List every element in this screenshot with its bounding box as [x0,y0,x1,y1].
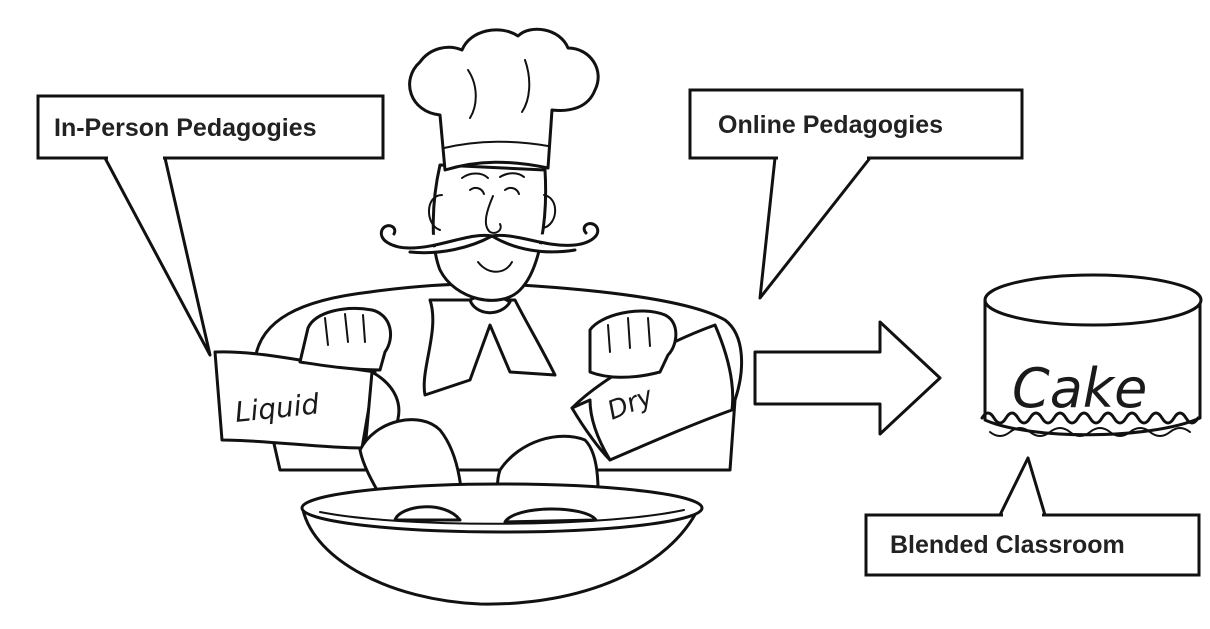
bowl-rim [300,482,704,534]
online-callout: Online Pedagogies [688,88,1024,300]
in-person-callout: In-Person Pedagogies [36,94,385,357]
chef-eye-left [469,186,485,195]
process-arrow [753,320,942,436]
blended-callout: Blended Classroom [864,456,1201,577]
chef-ear-left [428,194,443,231]
in-person-callout-tail [103,156,212,357]
right-hand-shape [588,309,678,379]
chef-ear-right [542,194,557,229]
mixing-bowl [300,418,704,606]
cake-top [983,273,1203,327]
dry-bag-flap [570,398,612,462]
bowl-inner-rim [319,509,685,525]
chef-hat [408,27,600,172]
left-hand-shape [298,306,393,372]
cake-label: Cake [1012,357,1147,420]
chef-hat-band-line [443,140,549,149]
in-person-callout-box [36,94,385,160]
blended-callout-tail [998,456,1047,517]
in-person-label: In-Person Pedagogies [54,114,317,142]
blended-label: Blended Classroom [890,531,1125,559]
cake-frosting-trim [980,411,1200,425]
left-hand [298,306,393,372]
dry-pour-front [503,507,598,524]
cake-frosting-squiggle [989,427,1191,437]
chef-hat-fold [467,59,531,119]
cake-illustration: Cake [980,273,1203,437]
right-hand [588,309,678,379]
online-callout-tail [758,156,872,300]
right-hand-fingers [607,317,651,353]
chef-mustache [379,222,600,255]
chef-neckerchief [422,298,557,397]
blended-callout-box [864,513,1201,577]
online-callout-box [688,88,1024,160]
online-label: Online Pedagogies [718,111,943,139]
chef-nose [484,195,502,234]
chef-brow-right [499,172,525,178]
chef-brow-left [461,172,489,179]
chef-eye-right [504,186,520,195]
chef-smile [477,261,513,273]
left-hand-fingers [324,313,366,346]
liquid-pour-front [393,505,462,522]
